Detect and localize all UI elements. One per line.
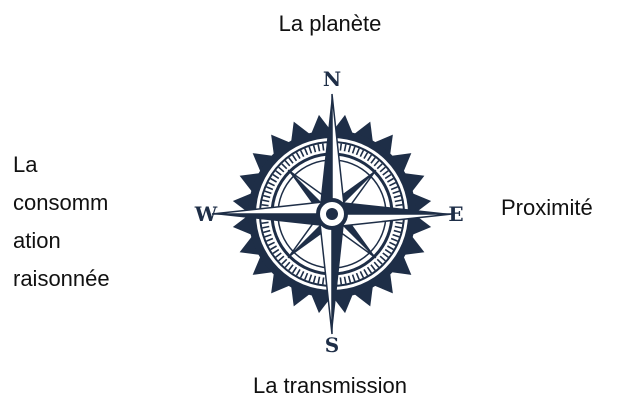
compass-letter-w: W — [194, 202, 218, 226]
label-left-consumption: La consomm ation raisonnée — [13, 146, 110, 298]
compass-letter-s: S — [325, 333, 339, 356]
label-right-proximity: Proximité — [501, 194, 593, 222]
compass-tick — [395, 222, 402, 223]
compass-tick — [323, 144, 324, 151]
compass-center-dot — [326, 208, 338, 220]
compass-tick — [262, 205, 269, 206]
compass-tick — [395, 205, 402, 206]
compass-tick — [340, 277, 341, 284]
label-bottom-transmission: La transmission — [0, 372, 624, 400]
label-left-line-2: consomm — [13, 184, 110, 222]
label-left-line-3: ation — [13, 222, 110, 260]
compass-rose-icon: N S E W — [190, 66, 474, 356]
compass-tick — [340, 144, 341, 151]
label-left-line-4: raisonnée — [13, 260, 110, 298]
compass-letter-e: E — [448, 202, 463, 226]
compass-tick — [262, 222, 269, 223]
compass-tick — [323, 277, 324, 284]
label-top-planet: La planète — [0, 10, 624, 38]
compass-letter-n: N — [323, 67, 341, 91]
label-left-line-1: La — [13, 146, 110, 184]
